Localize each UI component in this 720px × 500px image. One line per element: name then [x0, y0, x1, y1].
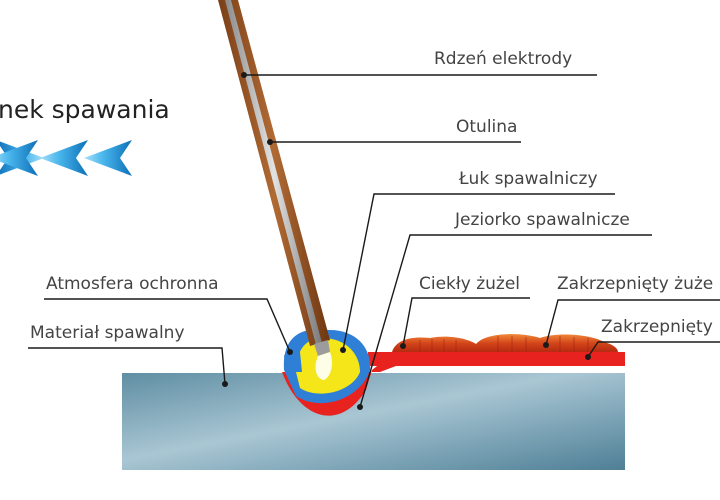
slag-layer	[392, 334, 618, 352]
electrode	[218, 0, 332, 380]
label-weld-pool: Jeziorko spawalnicze	[454, 210, 630, 230]
solidified-weld-bead	[368, 352, 625, 366]
label-solidified-slag: Zakrzepnięty żuże	[557, 274, 713, 294]
direction-arrows-icon	[0, 140, 132, 176]
welding-direction-title: nek spawania	[0, 95, 170, 124]
label-welding-arc: Łuk spawalniczy	[458, 169, 598, 189]
label-base-material: Materiał spawalny	[30, 323, 185, 343]
label-shielding-gas: Atmosfera ochronna	[46, 274, 219, 294]
label-coating: Otulina	[456, 117, 517, 137]
label-liquid-slag: Ciekły żużel	[419, 274, 520, 294]
base-material-plate	[122, 373, 625, 470]
leader-lines	[28, 72, 720, 410]
label-electrode-core: Rdzeń elektrody	[434, 49, 572, 69]
label-solidified-weld: Zakrzepnięty	[601, 317, 713, 337]
